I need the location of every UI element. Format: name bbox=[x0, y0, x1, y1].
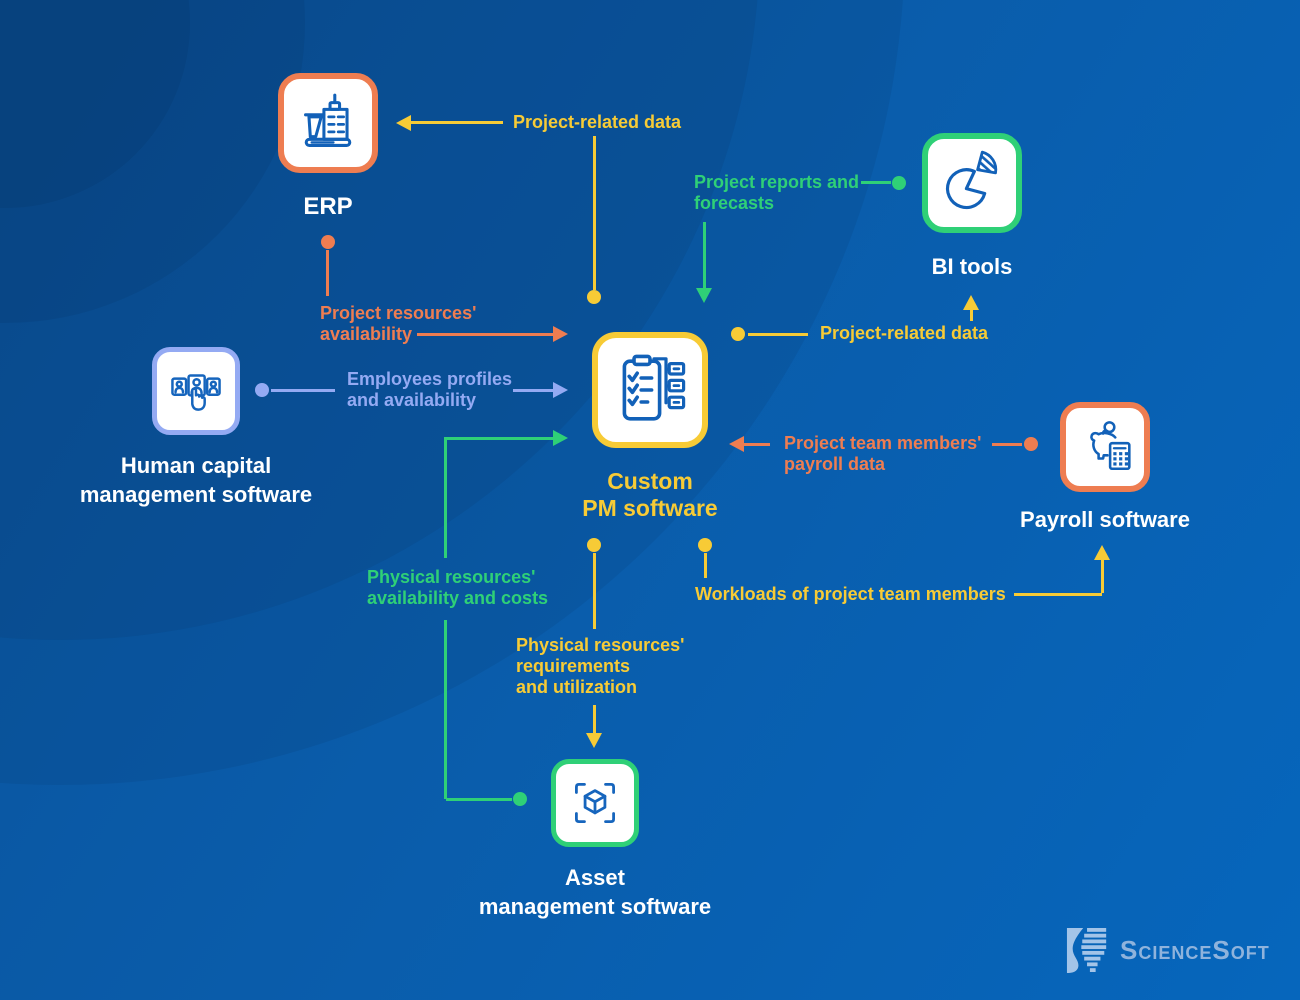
edge-label-project-resources: Project resources' availability bbox=[320, 303, 476, 345]
node-label-line: Custom bbox=[607, 468, 693, 494]
arrowhead-up-icon bbox=[1094, 545, 1110, 560]
node-label-line: management software bbox=[478, 894, 712, 919]
edge-line bbox=[748, 333, 808, 336]
logo-text: ScienceSoft bbox=[1120, 935, 1270, 965]
edge-label-line: and utilization bbox=[516, 677, 637, 697]
piggy-bank-calculator-icon bbox=[1073, 415, 1137, 479]
edge-line bbox=[703, 222, 706, 288]
edge-label-line: Employees profiles bbox=[347, 369, 513, 389]
arrowhead-right-icon bbox=[553, 382, 568, 398]
edge-line bbox=[704, 553, 707, 578]
edge-label-line: forecasts bbox=[694, 193, 775, 213]
edge-line bbox=[446, 798, 512, 801]
edge-label-line: Project team members' bbox=[784, 433, 982, 453]
edge-label-physical-resources-requirements: Physical resources' requirements and uti… bbox=[516, 635, 684, 698]
node-label-hcm: Human capital management software bbox=[46, 451, 346, 509]
cube-scan-icon bbox=[564, 772, 626, 834]
edge-dot bbox=[1024, 437, 1038, 451]
node-label-payroll: Payroll software bbox=[1020, 507, 1190, 532]
edge-label-line: Physical resources' bbox=[516, 635, 685, 655]
edge-label-line: availability and costs bbox=[367, 588, 549, 608]
sciencesoft-logo: ScienceSoft bbox=[1066, 925, 1270, 975]
checklist-flow-icon bbox=[610, 350, 690, 430]
edge-label-line: and availability bbox=[347, 390, 477, 410]
edge-label-physical-resources-availability: Physical resources' availability and cos… bbox=[367, 567, 548, 609]
node-label-erp: ERP bbox=[303, 193, 353, 220]
arrowhead-down-icon bbox=[586, 733, 602, 748]
people-cards-icon bbox=[165, 360, 227, 422]
edge-line bbox=[326, 250, 329, 296]
edge-label-employees-profiles: Employees profiles and availability bbox=[347, 369, 512, 411]
edge-line bbox=[271, 389, 335, 392]
node-bi bbox=[922, 133, 1022, 233]
sciencesoft-mark-icon bbox=[1066, 925, 1110, 975]
edge-line bbox=[861, 181, 891, 184]
arrowhead-up-icon bbox=[963, 295, 979, 310]
edge-dot bbox=[587, 290, 601, 304]
edge-label-payroll-data: Project team members' payroll data bbox=[784, 433, 981, 475]
node-label-pm: Custom PM software bbox=[560, 468, 740, 522]
node-label-asset: Asset management software bbox=[445, 863, 745, 921]
edge-line bbox=[992, 443, 1022, 446]
node-hcm bbox=[152, 347, 240, 435]
node-label-line: Asset bbox=[565, 865, 625, 890]
edge-label-line: requirements bbox=[516, 656, 631, 676]
edge-line bbox=[593, 705, 596, 733]
node-label-line: PM software bbox=[582, 495, 718, 521]
edge-label-line: payroll data bbox=[784, 454, 886, 474]
edge-dot bbox=[321, 235, 335, 249]
edge-line bbox=[446, 437, 553, 440]
node-label-line: management software bbox=[79, 482, 313, 507]
edge-label-project-related-data-erp: Project-related data bbox=[513, 112, 682, 132]
edge-dot bbox=[587, 538, 601, 552]
arrowhead-right-icon bbox=[553, 326, 568, 342]
building-icon bbox=[294, 89, 362, 157]
edge-label-line: Project reports and bbox=[694, 172, 860, 192]
arrowhead-left-icon bbox=[396, 115, 411, 131]
edge-line bbox=[444, 620, 447, 799]
edge-label-project-reports: Project reports and forecasts bbox=[694, 172, 859, 214]
edge-dot bbox=[513, 792, 527, 806]
node-erp bbox=[278, 73, 378, 173]
edge-dot bbox=[892, 176, 906, 190]
node-payroll bbox=[1060, 402, 1150, 492]
edge-line bbox=[411, 121, 503, 124]
arrowhead-right-icon bbox=[553, 430, 568, 446]
edge-line bbox=[417, 333, 553, 336]
edge-line bbox=[593, 136, 596, 290]
arrowhead-left-icon bbox=[729, 436, 744, 452]
edge-label-line: Physical resources' bbox=[367, 567, 536, 587]
edge-line bbox=[444, 437, 447, 558]
edge-label-workloads: Workloads of project team members bbox=[695, 584, 1006, 604]
edge-line bbox=[1014, 593, 1102, 596]
arrowhead-down-icon bbox=[696, 288, 712, 303]
edge-dot bbox=[731, 327, 745, 341]
edge-line bbox=[593, 553, 596, 629]
edge-line bbox=[744, 443, 770, 446]
edge-label-line: availability bbox=[320, 324, 413, 344]
edge-label-project-related-data-bi: Project-related data bbox=[820, 323, 989, 343]
edge-line bbox=[970, 310, 973, 321]
edge-dot bbox=[255, 383, 269, 397]
node-label-bi: BI tools bbox=[931, 254, 1013, 279]
edge-label-line: Project resources' bbox=[320, 303, 477, 323]
edge-line bbox=[513, 389, 553, 392]
edge-dot bbox=[698, 538, 712, 552]
pie-chart-icon bbox=[937, 148, 1007, 218]
edge-line bbox=[1101, 560, 1104, 593]
node-pm bbox=[592, 332, 708, 448]
node-asset bbox=[551, 759, 639, 847]
node-label-line: Human capital bbox=[120, 453, 272, 478]
